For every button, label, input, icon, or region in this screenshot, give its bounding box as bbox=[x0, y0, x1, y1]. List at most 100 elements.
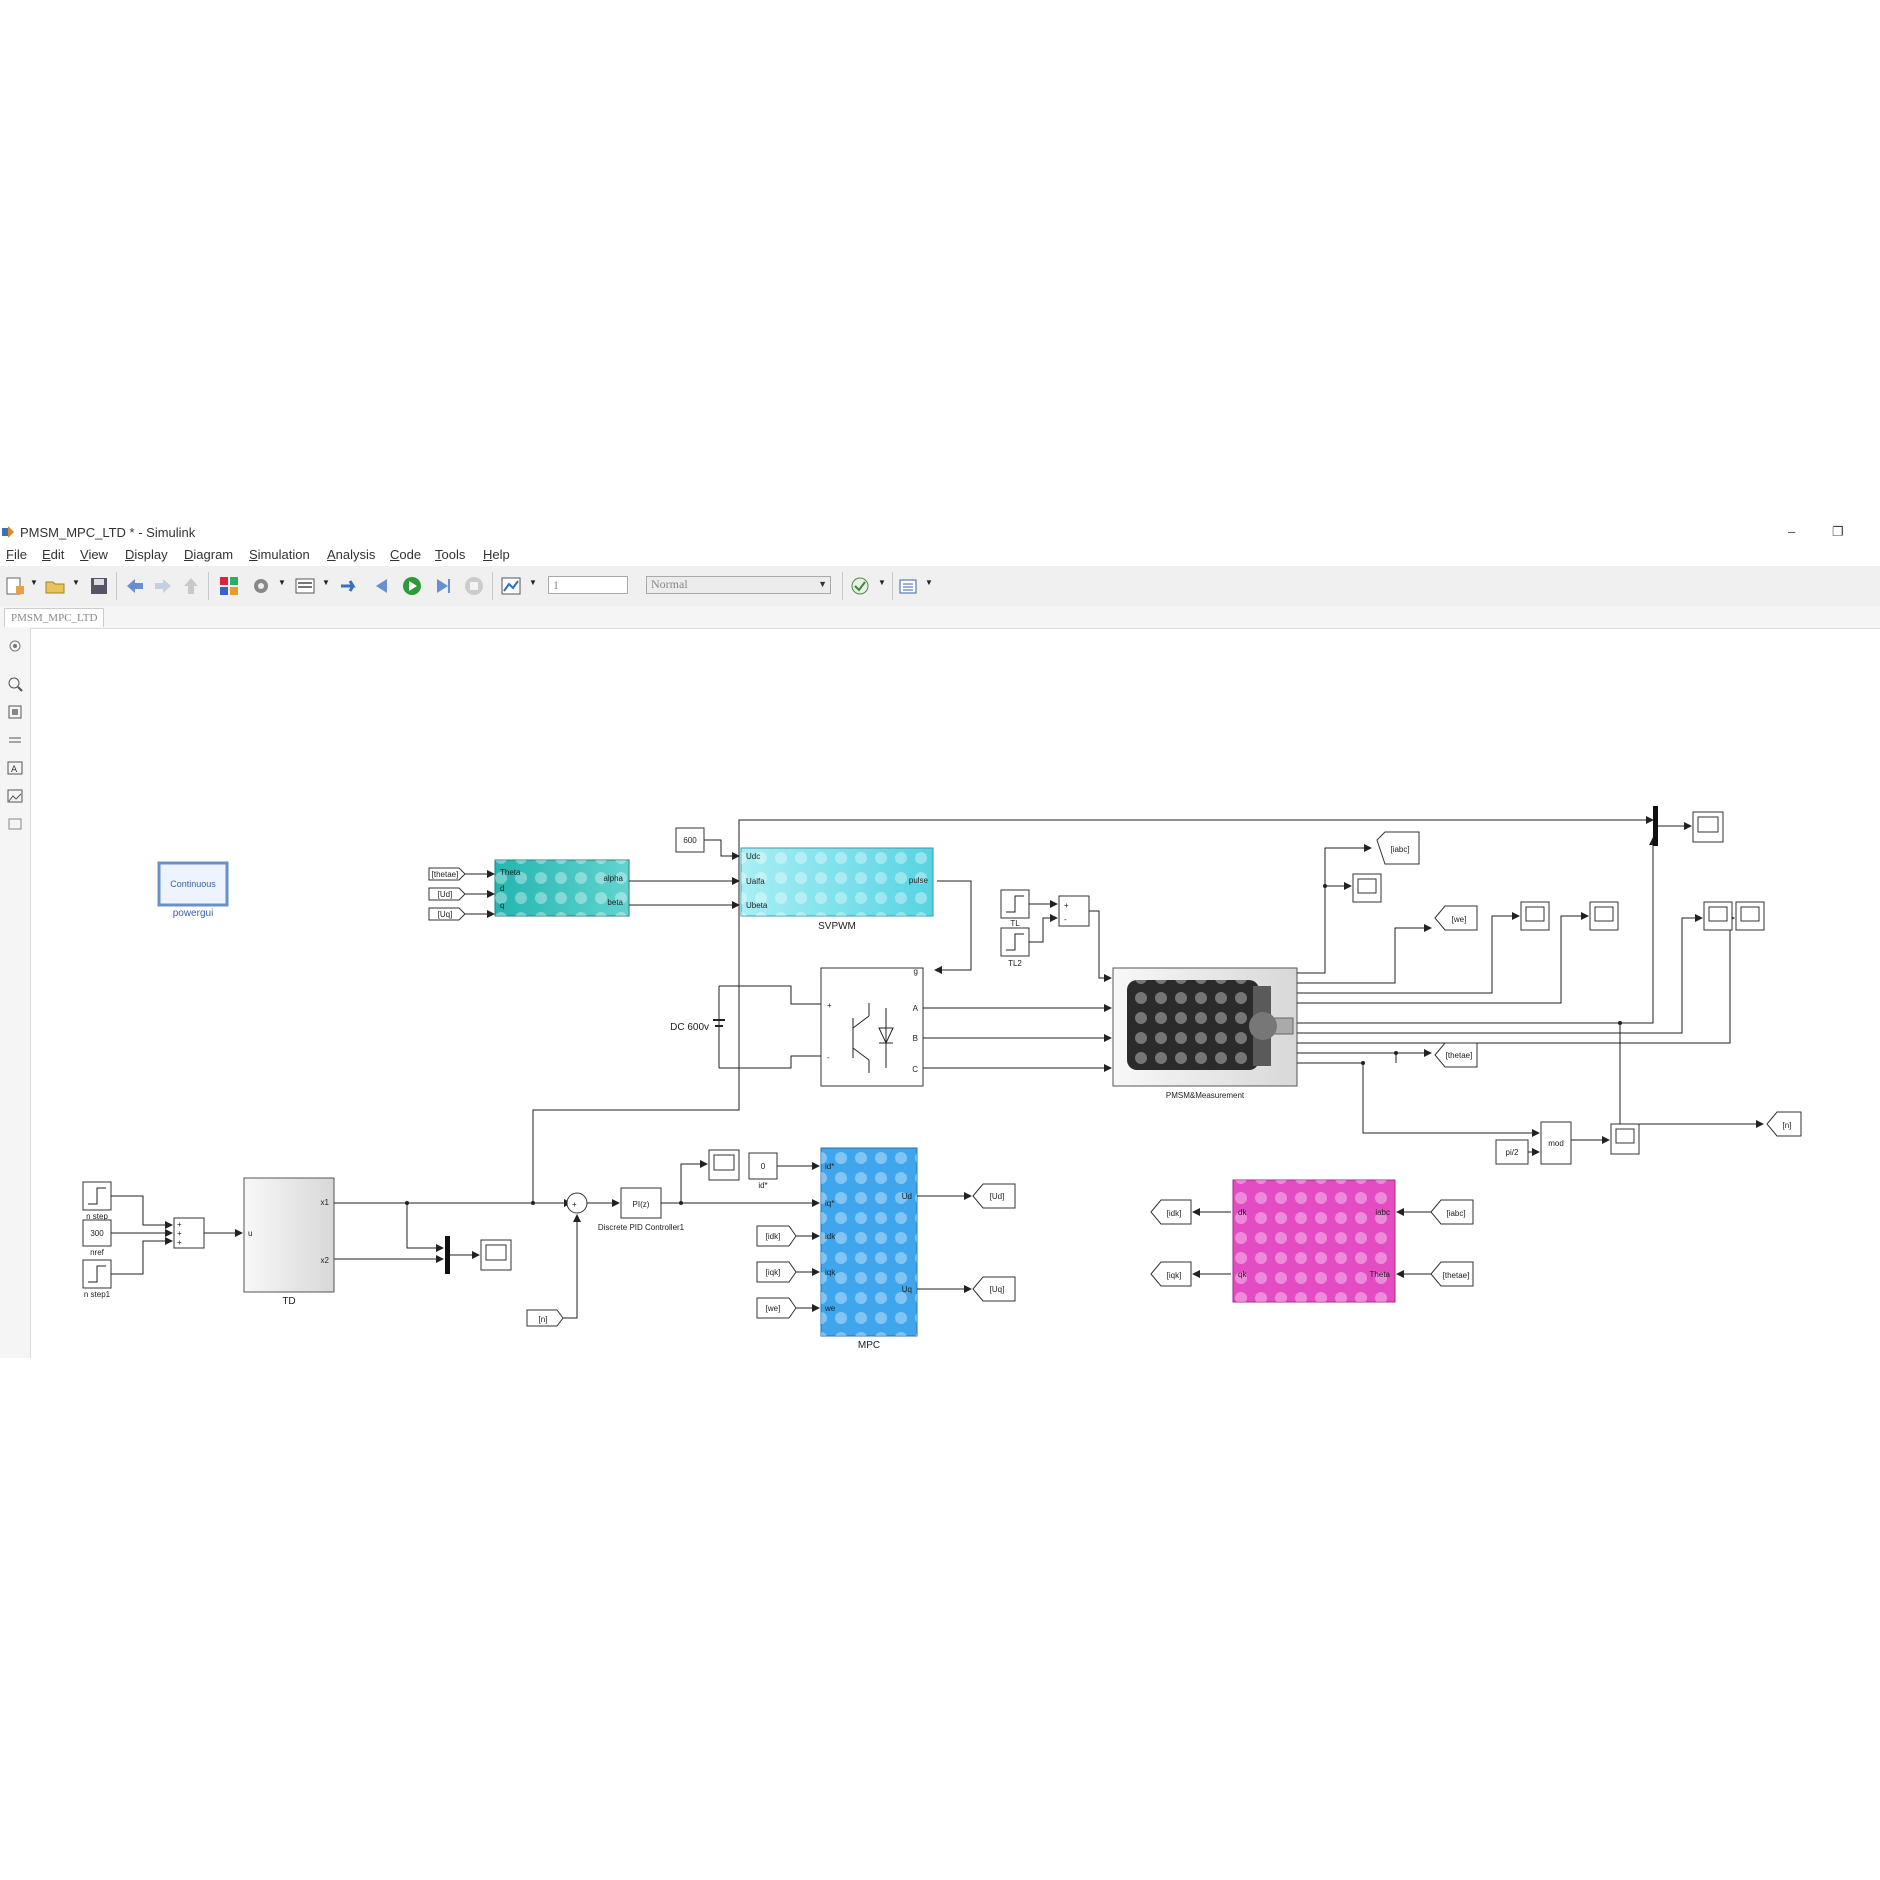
from-we-tag[interactable]: [we] bbox=[756, 1297, 797, 1319]
up-icon[interactable] bbox=[180, 575, 202, 597]
restore-button[interactable]: ❐ bbox=[1832, 524, 1844, 539]
chevron-down-icon[interactable]: ▼ bbox=[322, 578, 330, 587]
svpwm-block[interactable]: Udc Ualfa Ubeta pulse SVPWM bbox=[740, 847, 934, 932]
tl-step-block[interactable]: TL bbox=[1000, 889, 1030, 928]
model-canvas[interactable]: Continuous powergui [thetae] [Ud] [Uq] T… bbox=[31, 628, 1880, 1358]
goto-iabc-tag[interactable]: [iabc] bbox=[1376, 831, 1420, 865]
td-block[interactable]: u x1 x2 TD bbox=[243, 1177, 335, 1307]
abc-to-dq-block[interactable]: dk qk iabc Theta bbox=[1232, 1179, 1396, 1303]
data-inspector-icon[interactable] bbox=[500, 575, 522, 597]
annotation-icon[interactable]: A bbox=[7, 760, 23, 776]
build-icon[interactable] bbox=[897, 575, 919, 597]
menu-tools[interactable]: Tools bbox=[435, 547, 466, 562]
from-idk-tag[interactable]: [idk] bbox=[756, 1225, 797, 1247]
from-thetae-tag[interactable]: [thetae] bbox=[428, 867, 466, 881]
speed-sum-block[interactable]: + + + bbox=[173, 1217, 205, 1249]
menu-file[interactable]: File bbox=[6, 547, 27, 562]
scope-theta[interactable] bbox=[1610, 1123, 1640, 1155]
arrow-icon[interactable] bbox=[7, 732, 23, 748]
model-explorer-icon[interactable] bbox=[294, 575, 316, 597]
window-title: PMSM_MPC_LTD * - Simulink bbox=[20, 525, 196, 540]
goto-n-tag[interactable]: [n] bbox=[1766, 1111, 1802, 1137]
new-model-icon[interactable] bbox=[4, 575, 26, 597]
goto-uq-tag[interactable]: [Uq] bbox=[972, 1276, 1016, 1302]
save-icon[interactable] bbox=[88, 575, 110, 597]
menu-help[interactable]: Help bbox=[483, 547, 510, 562]
scope-pid[interactable] bbox=[708, 1149, 740, 1181]
tl-sum-block[interactable]: + - bbox=[1058, 895, 1090, 927]
chevron-down-icon[interactable]: ▼ bbox=[529, 578, 537, 587]
scope-right1[interactable] bbox=[1703, 901, 1733, 931]
pi2-constant[interactable]: pi/2 bbox=[1495, 1139, 1529, 1165]
stop-time-input[interactable] bbox=[548, 576, 628, 594]
pmsm-measurement-block[interactable]: PMSM&Measurement bbox=[1112, 967, 1298, 1100]
from-iabc-tag[interactable]: [iabc] bbox=[1430, 1199, 1474, 1225]
model-advisor-check-icon[interactable] bbox=[849, 575, 871, 597]
dc-source-block[interactable]: DC 600v bbox=[670, 985, 736, 1069]
scope-we[interactable] bbox=[1520, 901, 1550, 931]
from-ud-tag[interactable]: [Ud] bbox=[428, 887, 466, 901]
stop-icon[interactable] bbox=[463, 575, 485, 597]
run-icon[interactable] bbox=[401, 575, 423, 597]
pid-controller-block[interactable]: PI(z) Discrete PID Controller1 bbox=[598, 1187, 685, 1232]
n-step1-block[interactable]: n step1 bbox=[82, 1259, 112, 1299]
scope-right2[interactable] bbox=[1735, 901, 1765, 931]
fit-to-view-icon[interactable] bbox=[7, 704, 23, 720]
mpc-block[interactable]: id* iq* idk iqk we Ud Uq MPC bbox=[820, 1147, 918, 1351]
simulation-mode-select[interactable]: Normal ▼ bbox=[646, 576, 831, 594]
menu-code[interactable]: Code bbox=[390, 547, 422, 562]
forward-icon[interactable] bbox=[152, 575, 174, 597]
chevron-down-icon[interactable]: ▼ bbox=[278, 578, 286, 587]
step-back-icon[interactable] bbox=[370, 575, 392, 597]
image-icon[interactable] bbox=[7, 788, 23, 804]
goto-idk-tag[interactable]: [idk] bbox=[1150, 1199, 1192, 1225]
scope-td[interactable] bbox=[480, 1239, 512, 1271]
chevron-down-icon[interactable]: ▼ bbox=[30, 578, 38, 587]
nref-constant[interactable]: 300 nref bbox=[82, 1219, 112, 1257]
hide-browser-icon[interactable] bbox=[7, 638, 23, 654]
menu-edit[interactable]: Edit bbox=[42, 547, 65, 562]
chevron-down-icon[interactable]: ▼ bbox=[72, 578, 80, 587]
id-ref-constant[interactable]: 0 id* bbox=[748, 1152, 778, 1190]
inverter-block[interactable]: + - g A B C bbox=[820, 967, 924, 1087]
area-icon[interactable] bbox=[7, 816, 23, 832]
from-iqk-tag[interactable]: [iqk] bbox=[756, 1261, 797, 1283]
powergui-block[interactable]: Continuous powergui bbox=[157, 861, 229, 919]
menu-simulation[interactable]: Simulation bbox=[249, 547, 310, 562]
from-uq-tag[interactable]: [Uq] bbox=[428, 907, 466, 921]
zoom-icon[interactable] bbox=[7, 676, 23, 692]
menu-diagram[interactable]: Diagram bbox=[184, 547, 234, 562]
svg-text:+: + bbox=[1064, 901, 1069, 910]
open-folder-icon[interactable] bbox=[44, 575, 66, 597]
tab-model[interactable]: PMSM_MPC_LTD bbox=[4, 608, 105, 627]
from-thetae-tag-2[interactable]: [thetae] bbox=[1430, 1261, 1474, 1287]
chevron-down-icon[interactable]: ▼ bbox=[878, 578, 886, 587]
gear-icon[interactable] bbox=[250, 575, 272, 597]
back-icon[interactable] bbox=[124, 575, 146, 597]
menu-view[interactable]: View bbox=[80, 547, 108, 562]
goto-ud-tag[interactable]: [Ud] bbox=[972, 1183, 1016, 1209]
chevron-down-icon[interactable]: ▼ bbox=[925, 578, 933, 587]
scope-speed[interactable] bbox=[1589, 901, 1619, 931]
constant-600-block[interactable]: 600 bbox=[675, 827, 705, 853]
svg-text:+: + bbox=[572, 1200, 577, 1209]
menu-display[interactable]: Display bbox=[125, 547, 168, 562]
tl2-step-block[interactable]: TL2 bbox=[1000, 927, 1030, 968]
inverse-park-block[interactable]: Theta d q alpha beta bbox=[494, 859, 630, 917]
from-n-tag[interactable]: [n] bbox=[526, 1309, 564, 1327]
step-forward-icon[interactable] bbox=[432, 575, 454, 597]
powergui-caption: powergui bbox=[173, 908, 214, 919]
error-sum-block[interactable]: + bbox=[566, 1192, 588, 1214]
scope-top[interactable] bbox=[1692, 811, 1724, 843]
svg-text:mod: mod bbox=[1548, 1139, 1564, 1148]
n-step-block[interactable]: n step bbox=[82, 1181, 112, 1221]
scope-iabc[interactable] bbox=[1352, 873, 1382, 903]
minimize-button[interactable]: – bbox=[1788, 524, 1796, 539]
update-diagram-icon[interactable] bbox=[338, 575, 360, 597]
goto-iqk-tag[interactable]: [iqk] bbox=[1150, 1261, 1192, 1287]
mod-block[interactable]: mod bbox=[1540, 1121, 1572, 1165]
library-browser-icon[interactable] bbox=[218, 575, 240, 597]
goto-we-tag[interactable]: [we] bbox=[1434, 905, 1478, 931]
goto-thetae-tag[interactable]: [thetae] bbox=[1434, 1042, 1478, 1068]
menu-analysis[interactable]: Analysis bbox=[327, 547, 376, 562]
